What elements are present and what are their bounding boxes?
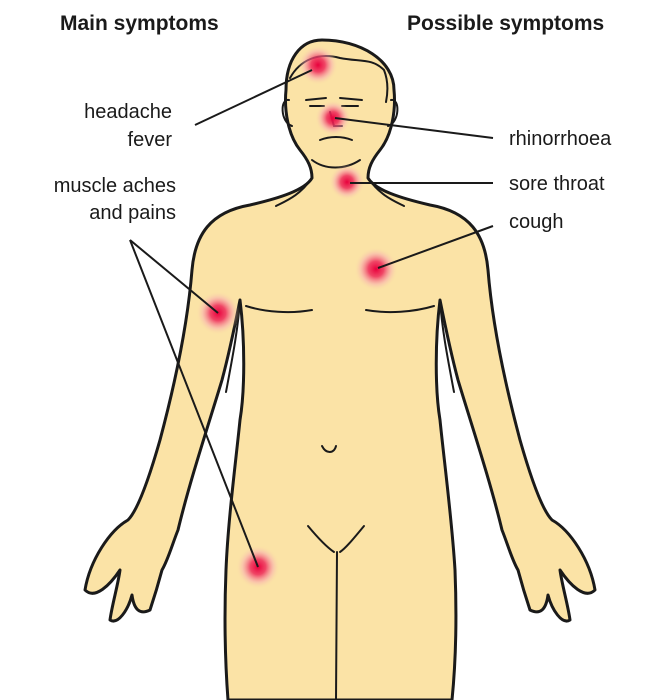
main-symptoms-header: Main symptoms — [60, 12, 219, 35]
inner-leg — [336, 552, 337, 700]
possible-symptoms-header: Possible symptoms — [407, 12, 604, 35]
cough-label: cough — [509, 211, 564, 233]
muscle-aches-label-line2: and pains — [89, 202, 176, 224]
headache-spot — [298, 45, 338, 85]
headache-label: headache — [84, 101, 172, 123]
muscle-aches-label-line1: muscle aches — [54, 175, 176, 197]
cough-spot — [354, 247, 398, 291]
fever-label: fever — [128, 129, 173, 151]
rhinorrhoea-spot — [315, 100, 351, 136]
rhinorrhoea-label: rhinorrhoea — [509, 128, 612, 150]
sore-throat-label: sore throat — [509, 173, 605, 195]
